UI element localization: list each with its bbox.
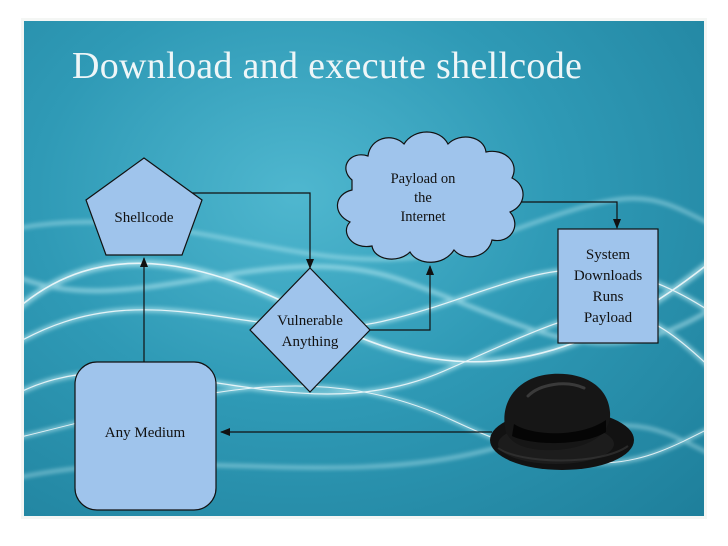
edge-shellcode-to-vulnerable [184, 192, 314, 269]
edge-vulnerable-to-payload [352, 265, 434, 331]
payload-label-line-3: Internet [400, 209, 446, 225]
medium-node [74, 361, 217, 511]
vulnerable-label-line-2: Anything [281, 334, 339, 350]
medium-label: Any Medium [104, 425, 186, 441]
vulnerable-label-line-1: Vulnerable [277, 313, 343, 329]
shellcode-label: Shellcode [114, 210, 174, 226]
vulnerable-label: Vulnerable Anything [250, 311, 370, 353]
shellcode-node [85, 157, 203, 256]
payload-label-line-2: the [414, 190, 432, 206]
payload-label: Payload on the Internet [368, 170, 478, 227]
system-label-line-2: Downloads [573, 268, 643, 284]
system-label: System Downloads Runs Payload [558, 245, 658, 329]
light-streaks-decoration [24, 197, 704, 479]
vulnerable-node [249, 267, 371, 393]
system-node [557, 228, 659, 344]
payload-node [336, 131, 524, 263]
system-label-line-4: Payload [583, 310, 633, 326]
payload-label-line-1: Payload on [390, 171, 456, 187]
black-fedora-hat-icon [490, 373, 634, 470]
system-label-line-3: Runs [592, 289, 624, 305]
system-label-line-1: System [585, 247, 631, 263]
slide-title: Download and execute shellcode [72, 45, 583, 87]
edge-payload-to-system [517, 201, 621, 229]
